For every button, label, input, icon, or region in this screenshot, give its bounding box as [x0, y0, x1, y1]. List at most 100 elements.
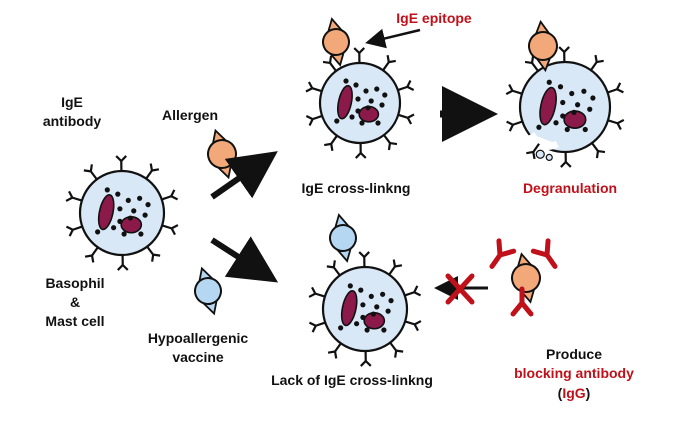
granule: [590, 95, 596, 101]
ige-receptor: [382, 54, 396, 71]
granule: [104, 187, 110, 193]
granule: [546, 79, 552, 85]
ige-crosslinking-label: IgE cross-linkng: [302, 180, 411, 196]
cell-body: [318, 61, 402, 145]
ige-epitope-label: IgE epitope: [396, 10, 472, 26]
ige-receptor: [145, 163, 160, 180]
granule: [355, 108, 361, 114]
granule: [368, 293, 374, 299]
granule: [95, 229, 101, 235]
allergen-body: [322, 28, 350, 56]
granule: [368, 98, 374, 104]
arrow-to-lack: [210, 236, 279, 283]
granule: [360, 314, 366, 320]
blocking-antibody-label: blocking antibody: [514, 365, 634, 381]
red-x-icon: [445, 273, 475, 305]
granule: [571, 109, 577, 115]
ige-receptor: [305, 81, 323, 93]
allergen-body: [329, 224, 357, 252]
ige-receptor: [65, 190, 83, 202]
ige-receptor: [526, 143, 540, 160]
nucleus-lobe: [539, 86, 557, 126]
granule: [587, 106, 593, 112]
granule: [560, 113, 566, 119]
granule: [536, 124, 542, 130]
granule: [380, 291, 386, 297]
granule: [353, 82, 359, 88]
hypoallergenic-vaccine-icon: [194, 266, 222, 316]
igg-label: (IgG): [558, 385, 591, 401]
granule: [374, 86, 380, 92]
bound-allergen-icon: [528, 19, 558, 73]
igg-text: IgG: [562, 385, 585, 401]
igg-y: [489, 238, 517, 269]
ampersand-label: &: [70, 294, 80, 310]
ige-receptor: [322, 55, 337, 72]
ige-receptor: [358, 251, 370, 268]
granule: [374, 304, 380, 310]
ige-receptor: [397, 80, 415, 92]
granule: [347, 283, 353, 289]
ige-receptor: [404, 320, 422, 332]
released-granule: [535, 149, 545, 159]
ige-receptor: [115, 155, 127, 172]
granule: [381, 327, 387, 333]
igg-y: [510, 286, 534, 317]
granule: [379, 102, 385, 108]
granule: [564, 126, 570, 133]
ige-receptor: [505, 83, 523, 96]
bound-vaccine-icon: [329, 213, 357, 263]
basophil-mast-cell: [65, 155, 179, 271]
granule: [370, 311, 376, 317]
nucleus-lobe: [97, 194, 115, 231]
granule: [117, 218, 123, 224]
mast-cell-label: Mast cell: [45, 313, 104, 329]
granule: [343, 78, 349, 84]
nucleus-lobe: [340, 290, 358, 327]
granule: [363, 88, 369, 94]
allergen-body: [207, 139, 237, 169]
allergen-body: [528, 31, 558, 61]
ige-receptor: [607, 118, 625, 131]
granule: [334, 118, 340, 124]
allergen-icon: [207, 128, 237, 180]
cell-body: [78, 169, 166, 257]
ige-receptor: [591, 142, 606, 159]
ige-receptor: [607, 82, 624, 94]
ige-receptor: [308, 321, 326, 333]
granule: [111, 225, 117, 231]
ige-receptor: [389, 341, 404, 358]
allergen-label: Allergen: [162, 107, 218, 123]
igg-close-paren: ): [586, 385, 591, 401]
ige-receptor: [83, 164, 98, 181]
degranulating-cell: [505, 46, 625, 168]
nucleus-lobe: [336, 84, 353, 120]
granule: [575, 102, 581, 108]
ige-receptor: [84, 246, 99, 263]
granule: [125, 197, 131, 203]
ige-antibody-label-line2: antibody: [43, 113, 102, 129]
granule: [582, 126, 588, 133]
granule: [560, 99, 566, 106]
granule: [131, 208, 137, 214]
granule: [145, 202, 151, 208]
ige-receptor: [117, 254, 129, 271]
ige-antibody-label-line1: IgE: [61, 94, 83, 110]
igg-antibody-icon: [489, 238, 558, 317]
granule: [338, 325, 344, 331]
ige-receptor: [353, 47, 366, 64]
igg-y: [530, 238, 558, 269]
ige-receptor: [397, 113, 415, 125]
ige-receptor: [326, 260, 341, 277]
granule: [375, 120, 381, 126]
bound-allergen-icon: [322, 17, 350, 67]
ige-receptor: [506, 120, 523, 132]
membrane-rupture: [528, 132, 559, 150]
ige-receptor: [327, 342, 342, 359]
hypoallergenic-label-line2: vaccine: [172, 349, 224, 365]
released-granule: [545, 153, 553, 161]
ige-receptor: [360, 350, 372, 367]
ige-receptor: [308, 286, 326, 298]
granule: [365, 105, 371, 111]
granule: [557, 84, 564, 90]
